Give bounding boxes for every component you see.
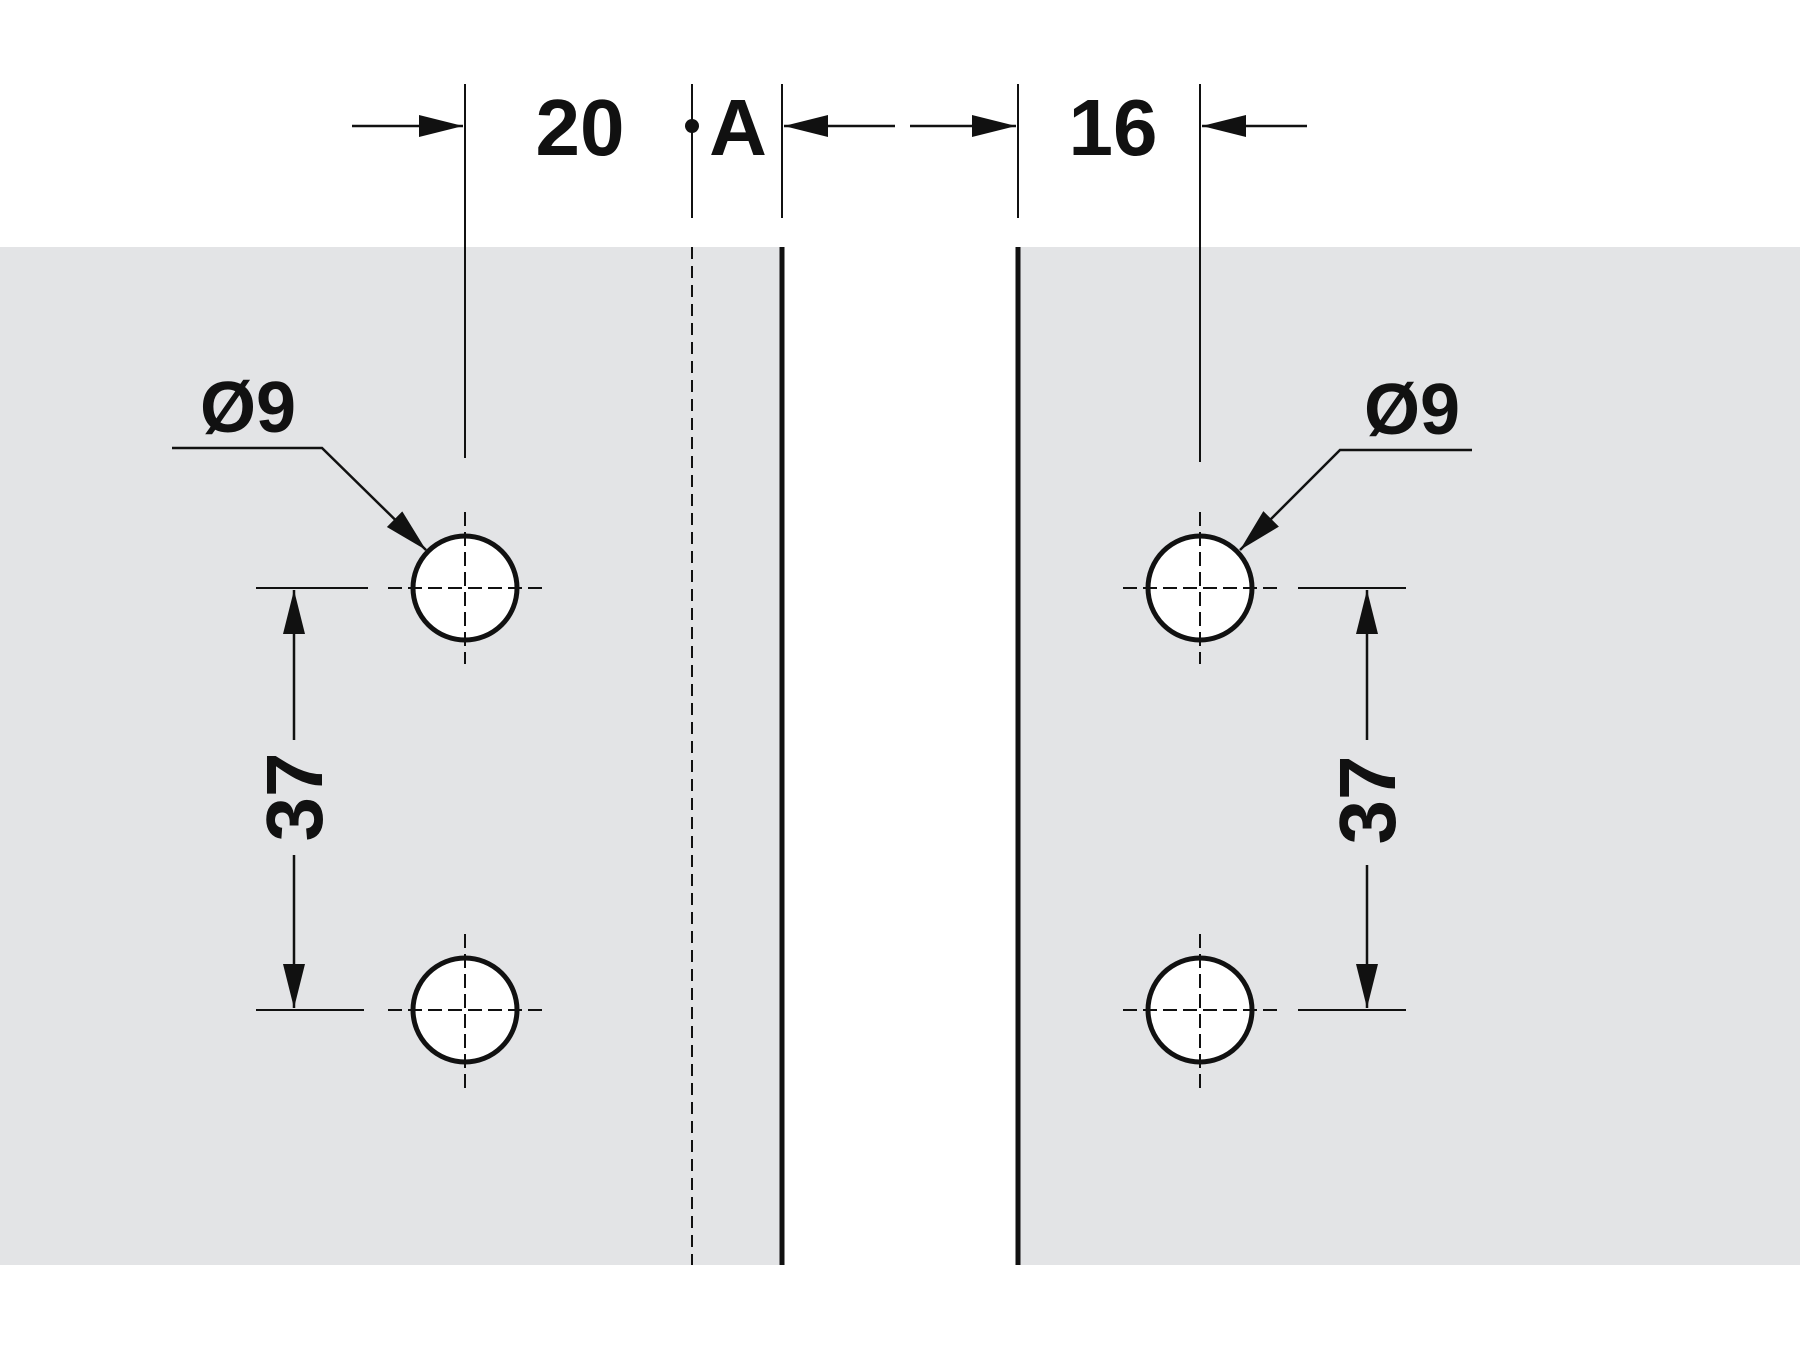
left-diameter-leader [172,446,427,551]
right-diameter-label: Ø9 [1364,370,1460,450]
right-upper-hole [1123,512,1277,664]
reference-dot [685,119,699,133]
left-upper-hole [388,512,542,664]
left-panel [0,247,782,1265]
right-spacing-label: 37 [1323,756,1412,845]
right-panel [1018,247,1800,1265]
left-lower-hole [388,934,542,1088]
left-diameter-label: Ø9 [200,368,296,448]
left-spacing-label: 37 [250,753,339,842]
dim-label-16: 16 [1069,83,1158,172]
right-lower-hole [1123,934,1277,1088]
dim-label-20: 20 [536,83,625,172]
right-diameter-leader [1239,448,1472,551]
dim-label-a: A [709,83,767,172]
